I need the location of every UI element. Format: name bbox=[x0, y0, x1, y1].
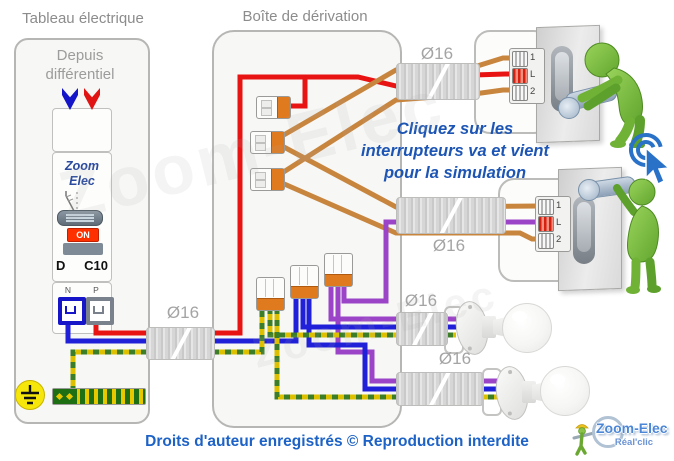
switch2-terminal-1-label: 1 bbox=[556, 200, 562, 211]
breaker-type-label: D bbox=[56, 258, 66, 273]
switch1-lever-cap[interactable] bbox=[558, 97, 580, 119]
conduit-box-to-lamp2 bbox=[396, 372, 484, 406]
conduit-diameter-label: Ø16 bbox=[420, 44, 454, 63]
switch2-terminal-L-label: L bbox=[556, 217, 562, 228]
switch1-rocker-slot[interactable] bbox=[551, 46, 573, 112]
logo-worker-icon bbox=[572, 424, 596, 456]
breaker-handle[interactable] bbox=[57, 210, 103, 226]
wago-connector-shuttle-a bbox=[250, 131, 285, 154]
click-cursor-icon bbox=[629, 133, 671, 186]
conduit-diameter-label: Ø16 bbox=[404, 291, 438, 310]
wire-earth-l2-stripe bbox=[274, 308, 500, 400]
wire-phase-main bbox=[93, 71, 514, 336]
breaker-brand-label: Zoom Elec bbox=[64, 159, 100, 188]
zoom-elec-logo: Zoom-Elec Réal'clic bbox=[572, 414, 672, 458]
conduit-diameter-label: Ø16 bbox=[438, 349, 472, 368]
wago-connector-shuttle-b bbox=[250, 168, 285, 191]
switch1-terminal-2-label: 2 bbox=[530, 86, 536, 97]
lamp1-bulb bbox=[502, 303, 552, 353]
conduit-box-to-switch1 bbox=[396, 63, 480, 100]
lamp1-socket-neck bbox=[482, 316, 496, 338]
breaker-body: Zoom Elec ON D C10 bbox=[52, 152, 112, 282]
wire-phase-tap bbox=[288, 77, 308, 109]
logo-tagline: Réal'clic bbox=[614, 437, 654, 448]
junction-box-title: Boîte de dérivation bbox=[242, 8, 368, 25]
switch2-lever-cap[interactable] bbox=[578, 179, 600, 201]
earth-terminal-bar bbox=[52, 388, 146, 405]
conduit-diameter-label: Ø16 bbox=[432, 236, 466, 255]
wire-switched-ret bbox=[341, 219, 540, 304]
phase-terminal-label: P bbox=[93, 285, 99, 295]
source-label: Depuis différentiel bbox=[45, 47, 115, 83]
copyright-text: Droits d'auteur enregistrés © Reproducti… bbox=[145, 433, 529, 450]
wago-connector-earth bbox=[256, 277, 285, 311]
conduit-diameter-label: Ø16 bbox=[166, 303, 200, 322]
wire-earth-l1-stripe bbox=[267, 308, 456, 338]
conduit-tableau-to-box bbox=[146, 327, 215, 360]
neutral-terminal-label: N bbox=[64, 285, 72, 295]
logo-name: Zoom-Elec bbox=[596, 420, 668, 436]
switch1-terminal-1-label: 1 bbox=[530, 52, 536, 63]
earth-symbol-icon bbox=[15, 380, 45, 410]
switch1-terminal-L-label: L bbox=[530, 69, 536, 80]
breaker-rating-label: C10 bbox=[84, 258, 108, 273]
instruction-text: Cliquez sur les interrupteurs va et vien… bbox=[361, 120, 549, 182]
switch2-rocker-slot[interactable] bbox=[573, 196, 595, 264]
wago-connector-phase bbox=[256, 96, 291, 119]
wago-connector-neutral bbox=[290, 265, 319, 299]
tableau-title: Tableau électrique bbox=[22, 10, 144, 27]
phase-terminal bbox=[86, 297, 114, 325]
breaker-top-module bbox=[52, 108, 112, 152]
person-figure-2 bbox=[613, 178, 661, 294]
breaker-test-button bbox=[63, 243, 103, 255]
logo-magnifier-icon bbox=[592, 416, 624, 448]
lamp2-bulb bbox=[540, 366, 590, 416]
switch2-terminal-block: 1 L 2 bbox=[535, 196, 571, 252]
conduit-box-to-switch2 bbox=[396, 197, 506, 234]
neutral-terminal bbox=[58, 297, 86, 325]
switch1-terminal-block: 1 L 2 bbox=[509, 48, 545, 104]
switch2-terminal-2-label: 2 bbox=[556, 234, 562, 245]
breaker-on-indicator: ON bbox=[67, 228, 99, 242]
wire-shuttle-2b bbox=[280, 180, 540, 242]
wago-connector-switched bbox=[324, 253, 353, 287]
conduit-box-to-lamp1 bbox=[396, 312, 448, 346]
